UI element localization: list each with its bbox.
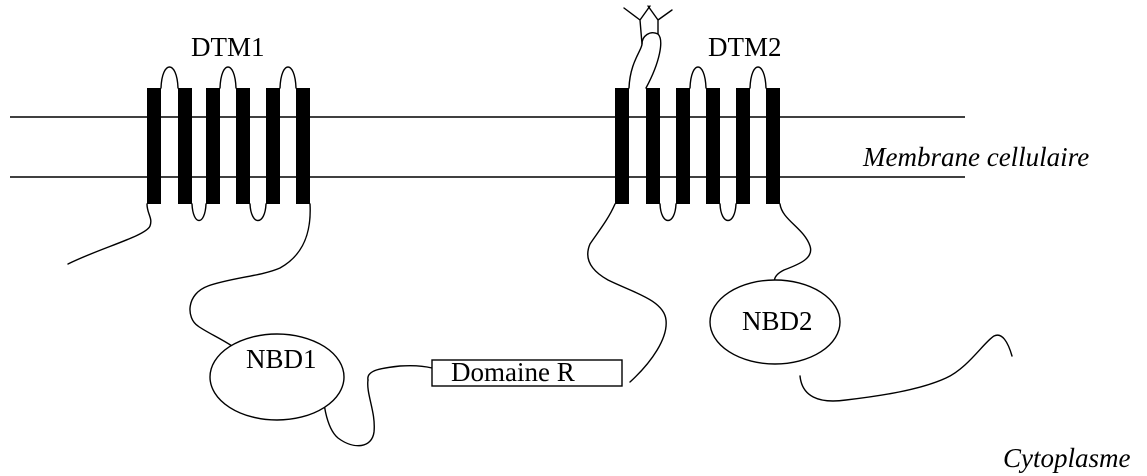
- dtm1-extracellular-loop-1: [160, 66, 179, 89]
- dtm1-to-nbd1-linker: [189, 203, 311, 347]
- nbd2-domain: [709, 279, 841, 365]
- domaine-r-label: Domaine R: [451, 357, 575, 387]
- nbd1-label: NBD1: [246, 344, 317, 374]
- dtm2-helix-2: [646, 88, 660, 204]
- dtm2-helices: [615, 88, 780, 204]
- nbd1-tail-loop: [321, 373, 375, 447]
- dtm1-label: DTM1: [191, 32, 265, 62]
- dtm2-to-nbd2-linker: [773, 203, 812, 289]
- nbd1-to-r-linker: [367, 364, 433, 381]
- dtm1-helix-3: [206, 88, 220, 204]
- dtm2-helix-5: [736, 88, 750, 204]
- dtm2-helix-1: [615, 88, 629, 204]
- dtm2-helix-6: [766, 88, 780, 204]
- dtm2-helix-4: [706, 88, 720, 204]
- cytoplasme-label: Cytoplasme: [1003, 443, 1131, 473]
- dtm1-loops: [160, 66, 297, 222]
- protein-strands: [67, 203, 1013, 447]
- dtm2-loops: [628, 32, 767, 222]
- glycan-branch-left: [623, 5, 651, 45]
- dtm2-extracellular-loop-3: [749, 66, 767, 89]
- dtm1-intracellular-loop-2: [249, 203, 267, 222]
- domaine-r-box: [431, 359, 623, 387]
- dtm1-helix-2: [178, 88, 192, 204]
- c-terminal-tail: [799, 334, 1013, 402]
- n-terminal-tail: [67, 203, 152, 265]
- dtm1-helix-4: [236, 88, 250, 204]
- dtm1-helix-5: [266, 88, 280, 204]
- glycosylation-branches: [623, 5, 673, 45]
- dtm2-glycosylated-loop: [628, 32, 662, 89]
- r-to-dtm2-linker: [587, 203, 667, 383]
- membrane-label: Membrane cellulaire: [862, 142, 1089, 172]
- glycan-branch-right: [647, 5, 673, 35]
- dtm2-intracellular-loop-1: [659, 203, 677, 222]
- dtm1-intracellular-loop-1: [191, 203, 207, 222]
- dtm1-helices: [147, 88, 310, 204]
- dtm1-extracellular-loop-3: [279, 66, 297, 89]
- dtm1-helix-6: [296, 88, 310, 204]
- dtm2-helix-3: [676, 88, 690, 204]
- dtm2-extracellular-loop-2: [689, 66, 707, 89]
- dtm2-intracellular-loop-2: [719, 203, 737, 222]
- dtm1-extracellular-loop-2: [219, 66, 237, 89]
- nbd2-label: NBD2: [742, 306, 813, 336]
- nbd1-domain: [209, 333, 345, 421]
- dtm2-label: DTM2: [708, 32, 782, 62]
- dtm1-helix-1: [147, 88, 161, 204]
